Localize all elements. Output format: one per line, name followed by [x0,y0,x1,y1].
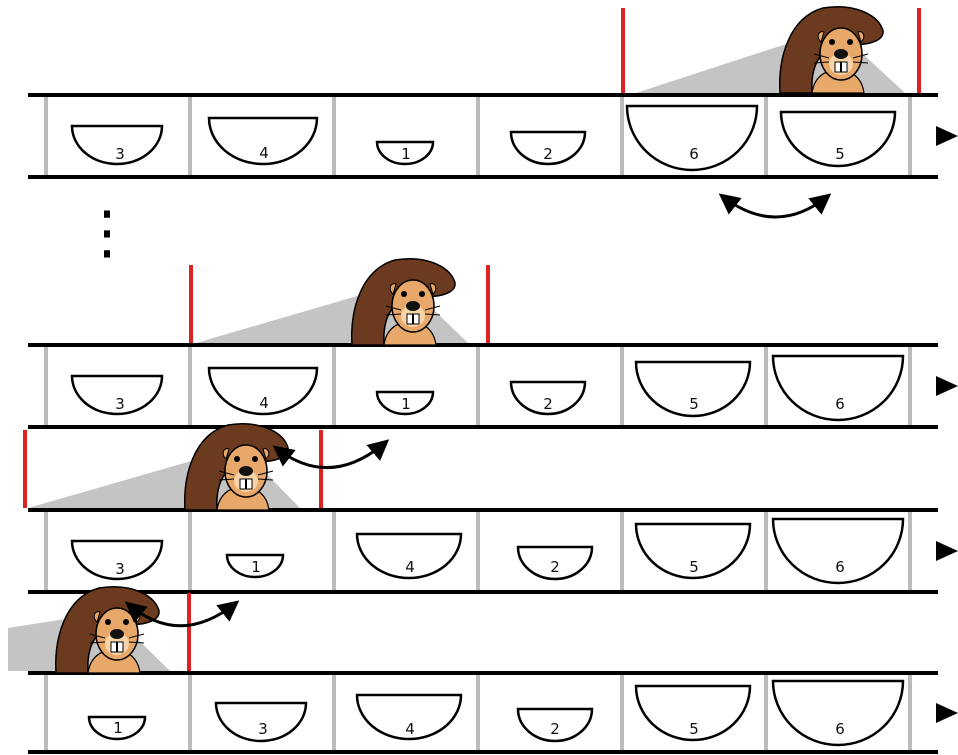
conveyor-arrow-icon [936,126,958,146]
bowls: 3 1 4 2 5 6 [70,517,905,585]
bowl-number: 1 [113,719,123,737]
bowl: 5 [634,360,752,418]
ellipsis: ⋮ [78,198,136,266]
bowl-number: 5 [689,558,699,576]
bowls: 3 4 1 2 6 5 [70,104,897,172]
bowl-number: 4 [259,394,269,412]
bowl-number: 5 [689,720,699,738]
bowl: 5 [634,684,752,742]
bowl-number: 6 [835,395,845,413]
bowl: 4 [355,532,463,580]
bowl: 5 [779,110,897,168]
conveyor-arrow-icon [936,703,958,723]
bowl: 6 [771,354,905,422]
row-2: 3 4 1 2 5 6 [28,258,958,429]
bowl-number: 3 [115,145,125,163]
bowl: 1 [375,390,435,416]
bowl: 3 [70,124,164,166]
bowl-number: 1 [401,395,411,413]
bowl: 2 [509,130,587,166]
bowl-number: 5 [689,395,699,413]
bowl: 3 [70,374,164,416]
swap-arrow-icon [718,193,832,219]
bowls: 1 3 4 2 5 6 [87,679,905,747]
bowl-number: 3 [258,720,268,738]
swap-arrow-icon [272,439,390,469]
bowl-number: 2 [550,558,560,576]
beaver-icon [351,258,456,346]
shelf-dividers [44,97,912,175]
bowl-number: 4 [405,720,415,738]
conveyor-arrow-icon [936,376,958,396]
bowl-number: 2 [543,395,553,413]
bowl: 2 [516,545,594,581]
row-3: 3 1 4 2 5 6 [23,423,958,594]
bowl: 6 [771,517,905,585]
beaver-icon [184,423,289,511]
bowl-number: 4 [405,558,415,576]
shelf-dividers [44,675,912,750]
bowl-number: 1 [251,558,261,576]
bowl-number: 2 [543,145,553,163]
bowl-number: 3 [115,395,125,413]
bowl-number: 5 [835,145,845,163]
bowl: 2 [509,380,587,416]
conveyor-arrow-icon [936,541,958,561]
shelf-dividers [44,512,912,590]
comparison-window [23,423,323,511]
row-4: 1 3 4 2 5 6 [8,586,958,754]
bowl-number: 6 [689,145,699,163]
bowl: 6 [771,679,905,747]
bowl: 4 [207,366,319,416]
bowl-number: 6 [835,720,845,738]
swap-arrow-icon [124,600,240,628]
comparison-window [8,586,191,674]
bowl: 4 [207,116,319,166]
bowl-number: 6 [835,558,845,576]
bowls: 3 4 1 2 5 6 [70,354,905,422]
bowl: 3 [214,701,308,743]
row-1: 3 4 1 2 6 5 [28,6,958,219]
bowl: 1 [225,553,285,579]
bowl: 3 [70,539,164,581]
bowl-number: 4 [259,144,269,162]
bowl-number: 2 [550,720,560,738]
bowl: 2 [516,707,594,743]
bowl: 6 [625,104,759,172]
bowl: 1 [87,715,147,741]
bowl: 5 [634,522,752,580]
bowl: 4 [355,693,463,741]
bowl-number: 3 [115,560,125,578]
comparison-window [189,258,490,346]
beaver-icon [779,6,884,94]
bowl-number: 1 [401,145,411,163]
shelf-dividers [44,347,912,425]
bowl: 1 [375,140,435,166]
comparison-window [621,6,921,94]
